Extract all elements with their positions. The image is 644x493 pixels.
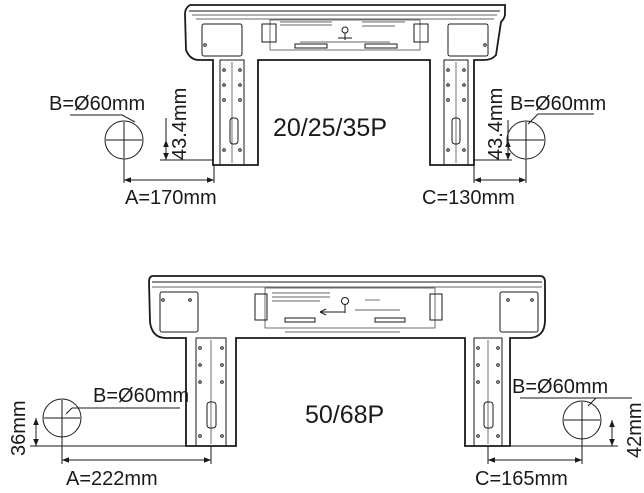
top-leg-holes <box>203 43 487 152</box>
top-offset-right-label: 43.4mm <box>485 88 507 160</box>
top-diagram: B=Ø60mm 43.4mm A=170mm 20/25/35P B=Ø60mm <box>49 4 606 209</box>
bottom-dim-right-label: C=165mm <box>475 468 568 488</box>
top-hole-right-label: B=Ø60mm <box>510 93 606 115</box>
top-mounting-plate <box>184 4 506 166</box>
bottom-hole-left-label: B=Ø60mm <box>93 385 189 407</box>
top-offset-left-label: 43.4mm <box>169 88 191 160</box>
bottom-right-pipe-hole <box>520 397 632 440</box>
top-left-vertical-dimension <box>160 118 213 161</box>
top-dim-left-label: A=170mm <box>125 187 217 209</box>
top-dim-right-label: C=130mm <box>422 187 515 209</box>
top-left-horizontal-dimension <box>123 159 215 183</box>
top-right-pipe-hole <box>506 113 594 160</box>
top-model-label: 20/25/35P <box>273 114 387 142</box>
top-right-vertical-dimension <box>474 120 512 161</box>
bottom-right-vertical-dimension <box>510 420 618 447</box>
bottom-offset-left-label: 36mm <box>8 400 30 456</box>
bottom-leg-holes <box>161 298 534 438</box>
bottom-offset-right-label: 42mm <box>624 402 644 458</box>
top-hole-left-label: B=Ø60mm <box>49 93 145 115</box>
bottom-left-vertical-dimension <box>30 418 186 447</box>
bottom-hole-right-label: B=Ø60mm <box>512 376 608 398</box>
bottom-right-horizontal-dimension <box>487 438 583 464</box>
bottom-diagram: B=Ø60mm 36mm A=222mm 50/68P B=Ø60mm <box>8 275 644 490</box>
top-left-pipe-hole <box>70 114 144 160</box>
bottom-mounting-plate <box>148 275 546 447</box>
bottom-dim-left-label: A=222mm <box>66 468 158 488</box>
bottom-left-horizontal-dimension <box>61 436 212 464</box>
bottom-model-label: 50/68P <box>305 401 384 429</box>
top-right-horizontal-dimension <box>473 159 527 183</box>
